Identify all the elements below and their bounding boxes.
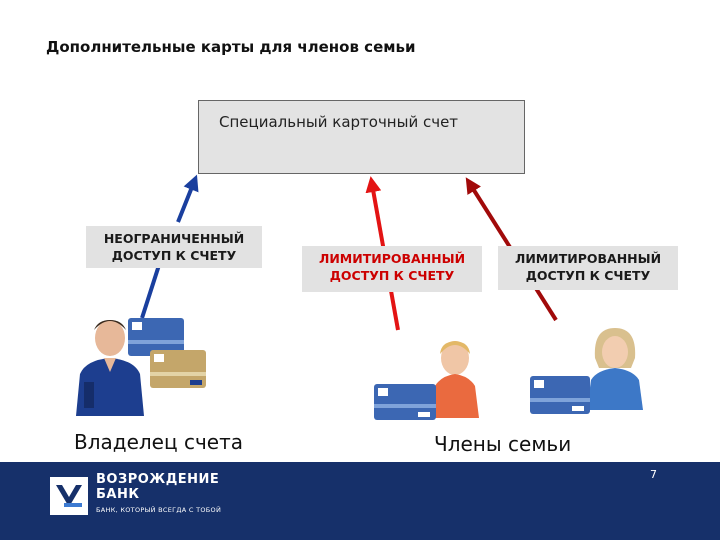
account-label: Специальный карточный счет bbox=[219, 113, 459, 131]
owner-person-image bbox=[76, 320, 144, 416]
access-box-line1: ЛИМИТИРОВАННЫЙ bbox=[318, 251, 466, 266]
limited-access-box-child: ЛИМИТИРОВАННЫЙ ДОСТУП К СЧЕТУ bbox=[302, 246, 482, 292]
owner-arrow-upper bbox=[176, 174, 199, 223]
access-box-line2: ДОСТУП К СЧЕТУ bbox=[525, 268, 651, 283]
access-box-line2: ДОСТУП К СЧЕТУ bbox=[111, 248, 237, 263]
owner-cards-image bbox=[128, 318, 206, 388]
special-card-account-box: Специальный карточный счет bbox=[198, 100, 525, 174]
access-box-line1: НЕОГРАНИЧЕННЫЙ bbox=[103, 231, 245, 246]
page-number: 7 bbox=[650, 468, 657, 481]
woman-card-image bbox=[530, 376, 590, 414]
bank-slogan: БАНК, КОТОРЫЙ ВСЕГДА С ТОБОЙ bbox=[96, 506, 222, 514]
footer-bar: ВОЗРОЖДЕНИЕ БАНК БАНК, КОТОРЫЙ ВСЕГДА С … bbox=[0, 462, 720, 540]
woman-person-image bbox=[587, 328, 643, 410]
unlimited-access-box: НЕОГРАНИЧЕННЫЙ ДОСТУП К СЧЕТУ bbox=[86, 226, 262, 268]
child-person-image bbox=[431, 341, 479, 418]
access-box-line2: ДОСТУП К СЧЕТУ bbox=[329, 268, 455, 283]
access-box-line1: ЛИМИТИРОВАННЫЙ bbox=[514, 251, 662, 266]
bank-name-line2: БАНК bbox=[96, 487, 140, 502]
slide-title: Дополнительные карты для членов семьи bbox=[46, 38, 416, 56]
bank-name-line1: ВОЗРОЖДЕНИЕ bbox=[96, 472, 220, 487]
owner-arrow-lower bbox=[140, 261, 162, 319]
child-card-image bbox=[374, 384, 436, 420]
limited-access-box-woman: ЛИМИТИРОВАННЫЙ ДОСТУП К СЧЕТУ bbox=[498, 246, 678, 290]
family-caption: Члены семьи bbox=[434, 432, 572, 456]
bank-logo-icon bbox=[50, 477, 88, 515]
owner-caption: Владелец счета bbox=[74, 430, 243, 454]
